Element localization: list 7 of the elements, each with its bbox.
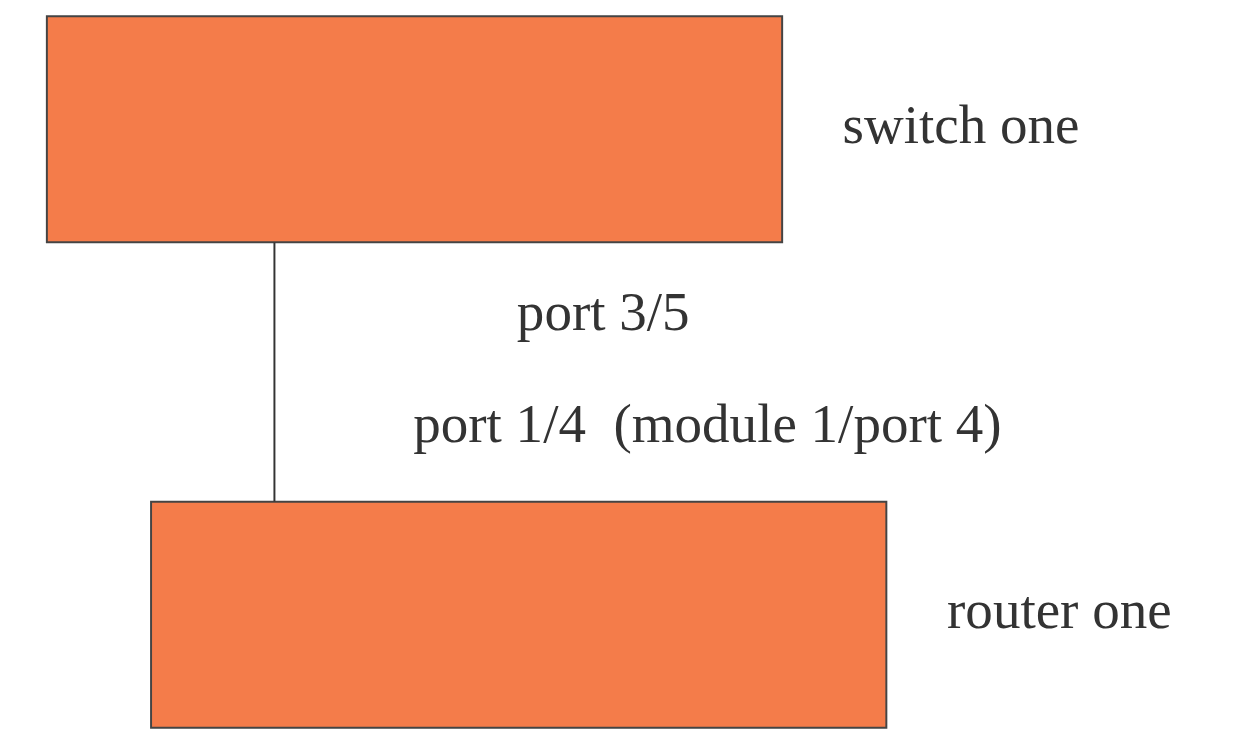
node-label: switch one: [842, 93, 1080, 155]
node-label: router one: [947, 579, 1172, 641]
label: port 1/4 (module 1/port 4): [413, 392, 1002, 454]
label: port 3/5: [516, 280, 690, 342]
node-box: [150, 500, 888, 729]
connector: [273, 241, 276, 503]
node-box: [45, 15, 784, 244]
